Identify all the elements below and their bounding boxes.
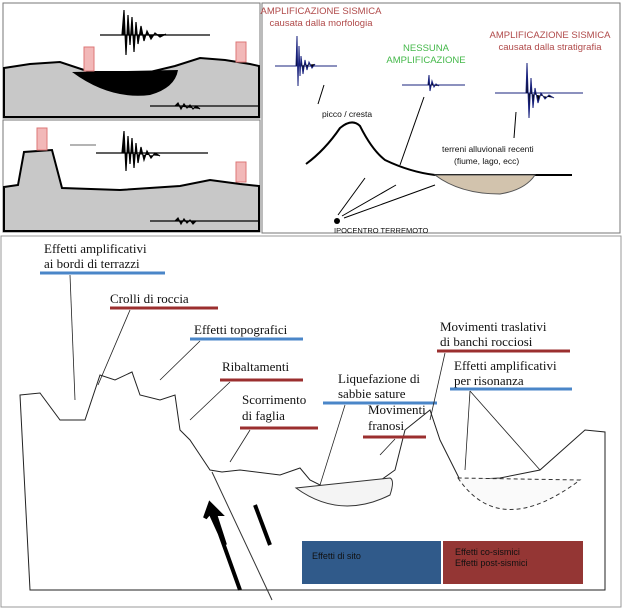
label-toppling: Ribaltamenti (222, 359, 290, 374)
strat-subtitle: causata dalla stratigrafia (499, 42, 603, 53)
label-reson: Effetti amplificativi (454, 358, 557, 373)
label-rockfall: Crolli di roccia (110, 291, 189, 306)
label-topo: Effetti topografici (194, 322, 288, 337)
label-reson: per risonanza (454, 373, 524, 388)
strat-title: AMPLIFICAZIONE SISMICA (490, 30, 612, 41)
valley-amplification-panel (2, 2, 261, 119)
building-shaking-icon (36, 127, 48, 151)
pointer-line (189, 381, 231, 421)
label-fault: Scorrimento (242, 392, 306, 407)
alluvial-label-1: terreni alluvionali recenti (442, 144, 534, 154)
pointer-line (69, 274, 76, 401)
pointer-line (229, 429, 251, 463)
hypocenter-label: IPOCENTRO TERREMOTO (334, 226, 428, 235)
legend-co-label: Effetti co-sismici (455, 547, 520, 557)
pointer-line (429, 352, 446, 421)
soft-sediment-basin (72, 70, 178, 96)
morph-subtitle: causata dalla morfologia (270, 18, 374, 29)
label-landslide: Movimenti (368, 402, 426, 417)
morph-title: AMPLIFICAZIONE SISMICA (261, 6, 383, 17)
building-icon (235, 161, 247, 183)
fault-arrow-up (203, 500, 242, 591)
label-terraces: Effetti amplificativi (44, 241, 147, 256)
legend: Effetti di sito Effetti co-sismici Effet… (302, 541, 583, 584)
pointer-line (469, 390, 541, 471)
none-title-2: AMPLIFICAZIONE (386, 55, 465, 66)
pointer-line (464, 390, 471, 471)
none-title-1: NESSUNA (403, 43, 450, 54)
building-icon (235, 41, 247, 63)
pointer-line (159, 340, 201, 381)
pointer-line (319, 404, 346, 486)
label-terraces: ai bordi di terrazzi (44, 256, 140, 271)
building-shaking-icon (83, 46, 95, 72)
fault-arrow-down (253, 504, 272, 546)
pointer-line (97, 309, 131, 386)
label-transl: di banchi rocciosi (440, 334, 533, 349)
legend-site-effects (302, 541, 441, 584)
legend-post-label: Effetti post-sismici (455, 558, 527, 568)
ridge-amplification-panel (2, 119, 261, 233)
legend-coseismic-effects (443, 541, 583, 584)
terrain-profile (305, 121, 572, 176)
alluvial-label-2: (fiume, lago, ecc) (454, 156, 519, 166)
legend-site-label: Effetti di sito (312, 551, 361, 561)
label-liq: Liquefazione di (338, 371, 420, 386)
label-liq: sabbie sature (338, 386, 406, 401)
peak-label: picco / cresta (322, 109, 372, 119)
label-transl: Movimenti traslativi (440, 319, 547, 334)
amplification-schematic: AMPLIFICAZIONE SISMICA causata dalla mor… (261, 2, 621, 235)
label-landslide: franosi (368, 418, 404, 433)
pointer-line (379, 438, 396, 456)
alluvial-deposit (433, 174, 536, 195)
hypocenter-icon (334, 218, 340, 224)
label-fault: di faglia (242, 408, 285, 423)
